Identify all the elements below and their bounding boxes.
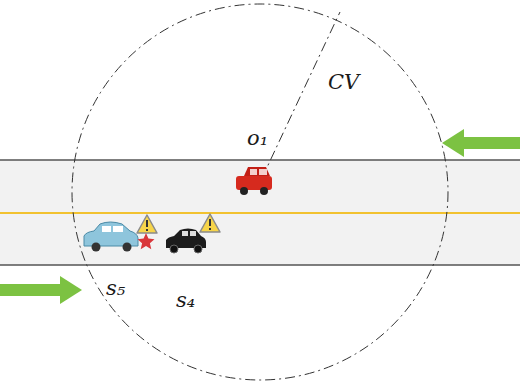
red-car xyxy=(236,167,272,195)
warning-sign xyxy=(200,214,220,232)
vehicle-label: s₅ xyxy=(106,278,125,299)
traffic-arrow xyxy=(442,129,520,157)
road-edge xyxy=(0,264,520,265)
road-surface xyxy=(0,160,520,265)
warning-sign xyxy=(137,215,157,233)
radius-line xyxy=(262,12,340,178)
road-edge xyxy=(0,159,520,160)
node-label: o₁ xyxy=(247,128,268,149)
blue-car xyxy=(84,222,138,252)
communication-range xyxy=(72,4,448,380)
event-star xyxy=(138,233,155,249)
traffic-arrow xyxy=(0,276,82,304)
vehicle-label: s₄ xyxy=(176,290,195,311)
range-label: CV xyxy=(328,72,359,93)
center-line xyxy=(0,212,520,214)
